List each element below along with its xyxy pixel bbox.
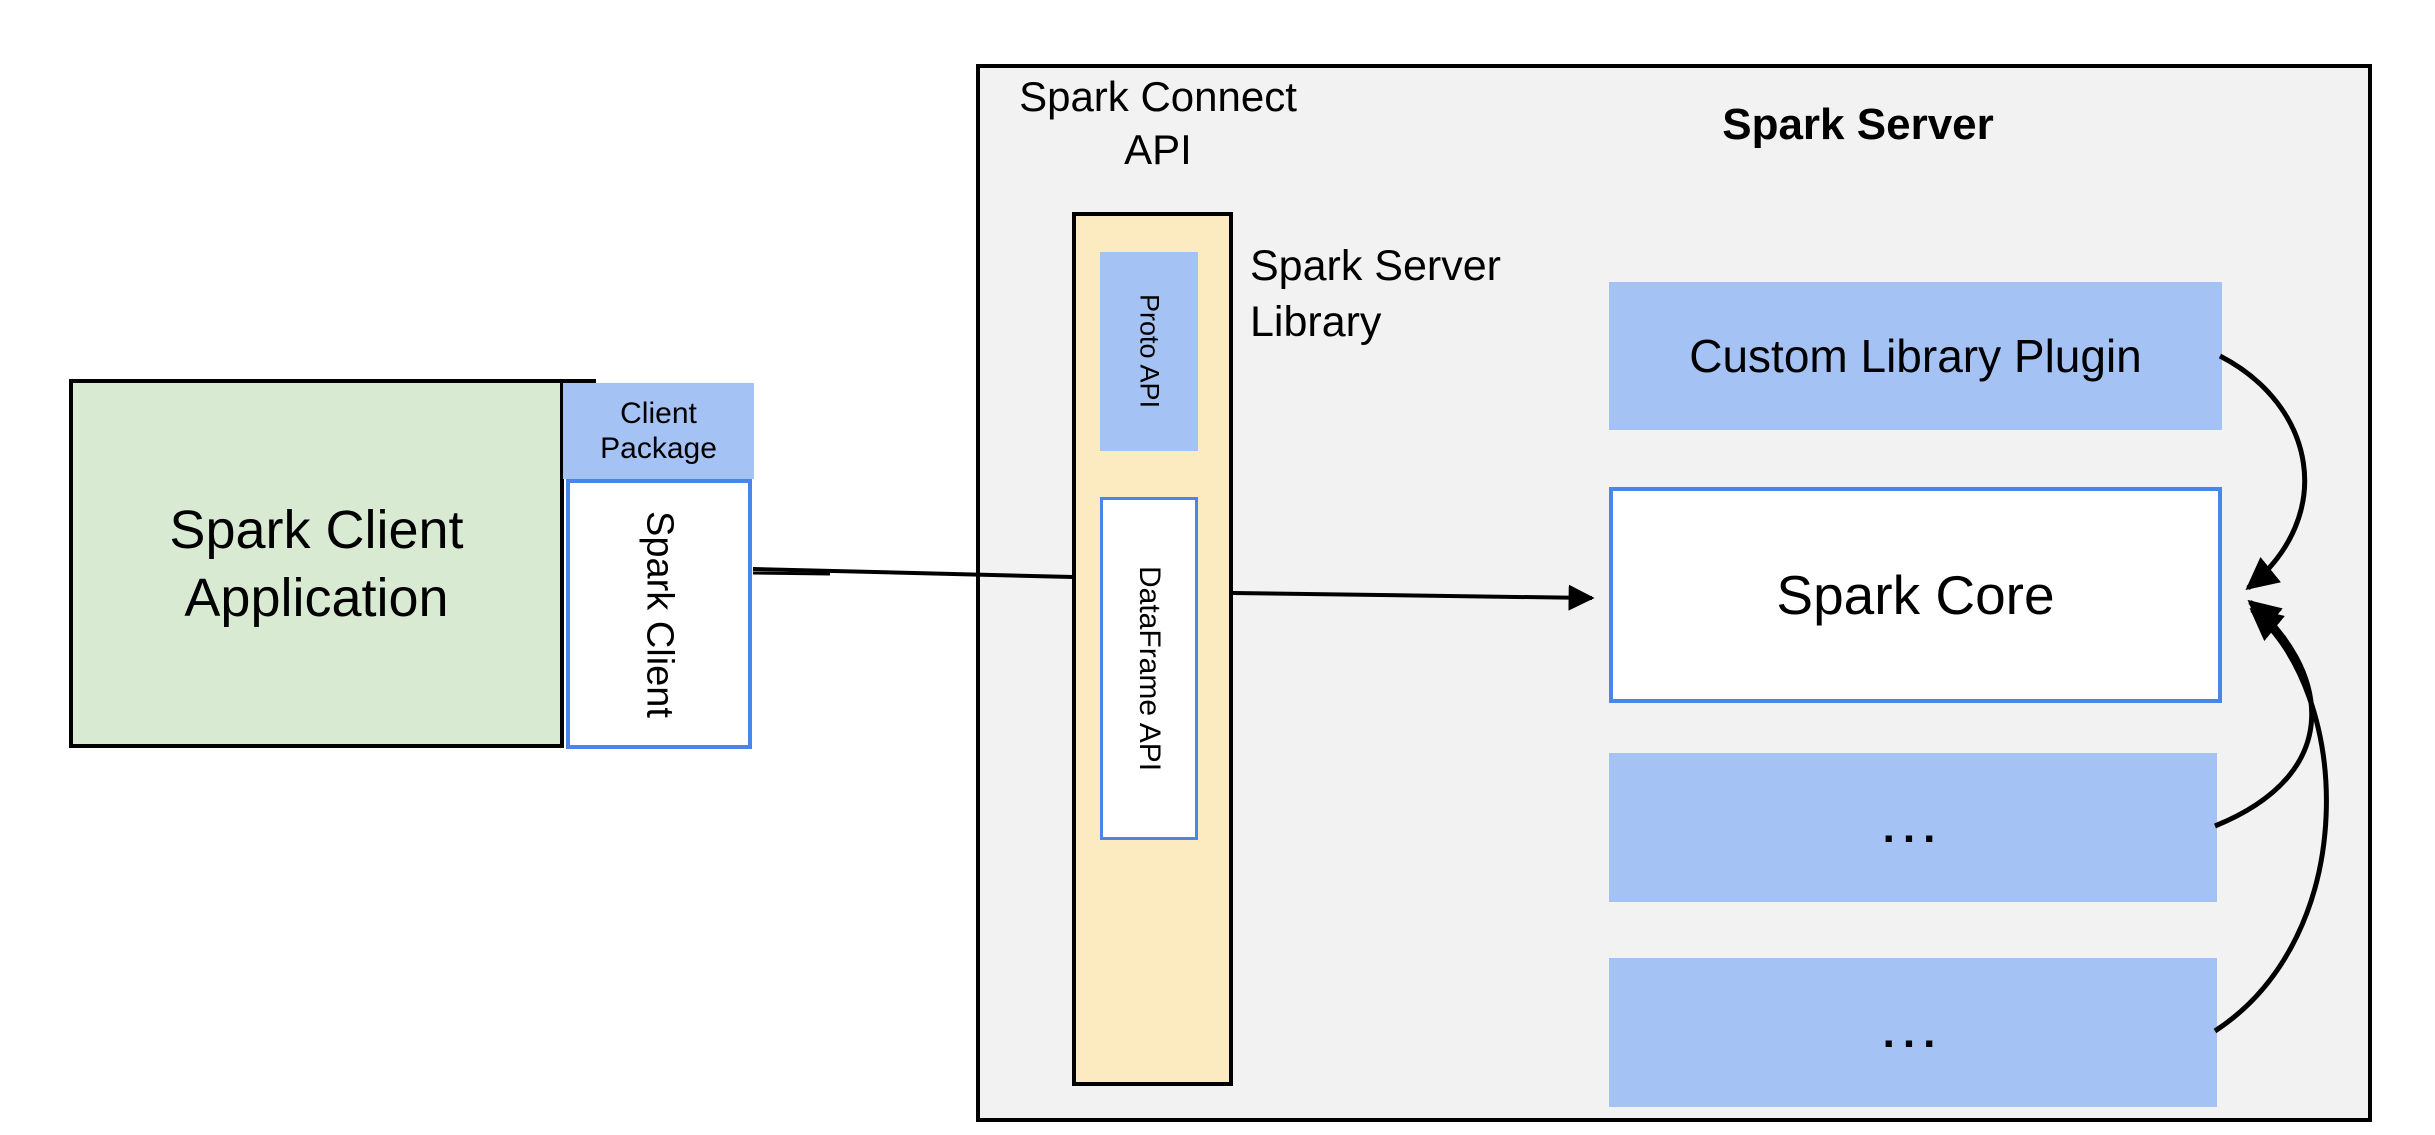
custom-library-plugin-box: Custom Library Plugin [1609, 282, 2222, 430]
spark-server-library-label: Spark Server Library [1250, 238, 1610, 350]
spark-connect-api-label-line2: API [1124, 126, 1192, 173]
spark-client-application-box: Spark Client Application [69, 379, 564, 748]
spark-connect-api-label-line1: Spark Connect [1019, 73, 1297, 120]
dataframe-api-box: DataFrame API [1100, 497, 1198, 840]
green-box-border-overhang [560, 379, 596, 383]
spark-server-library-label-line1: Spark Server [1250, 242, 1501, 290]
proto-api-label: Proto API [1134, 294, 1165, 409]
spark-server-title: Spark Server [1722, 100, 1994, 149]
custom-library-plugin-label: Custom Library Plugin [1689, 330, 2142, 382]
ellipsis-box-1: ... [1609, 753, 2217, 902]
proto-api-box: Proto API [1100, 252, 1198, 451]
spark-core-box: Spark Core [1609, 487, 2222, 703]
spark-client-application-label: Spark Client Application [169, 499, 464, 628]
spark-client-box: Spark Client [566, 479, 752, 749]
ellipsis-label-1: ... [1882, 802, 1944, 852]
client-package-box: Client Package [563, 383, 754, 479]
spark-server-library-label-line2: Library [1250, 298, 1382, 346]
spark-client-label: Spark Client [638, 510, 681, 718]
spark-core-label: Spark Core [1776, 564, 2055, 626]
dataframe-api-label: DataFrame API [1133, 565, 1166, 772]
spark-connect-api-label: Spark Connect API [958, 70, 1358, 176]
client-to-connect-arrow-stub [752, 571, 831, 576]
ellipsis-box-2: ... [1609, 958, 2217, 1107]
ellipsis-label-2: ... [1882, 1007, 1944, 1057]
client-package-label: Client Package [600, 397, 717, 465]
